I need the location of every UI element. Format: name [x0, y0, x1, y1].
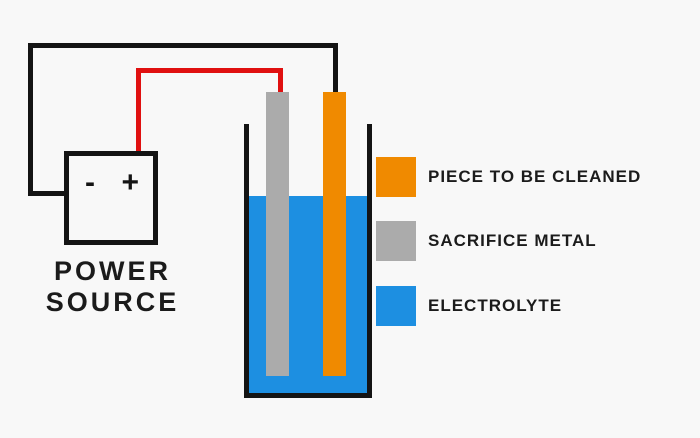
- black-wire-segment-left-vertical: [28, 43, 33, 196]
- legend-swatch-piece: [376, 157, 416, 197]
- legend-label-sacrifice-metal: SACRIFICE METAL: [428, 231, 597, 250]
- black-wire-segment-right-vertical: [333, 43, 338, 98]
- power-source-label: POWER SOURCE: [15, 256, 210, 318]
- legend-item-piece: PIECE TO BE CLEANED: [376, 157, 641, 197]
- piece-to-be-cleaned-electrode: [323, 92, 346, 376]
- black-wire-segment-left-horizontal: [28, 191, 68, 196]
- red-wire-segment-horizontal: [136, 68, 283, 73]
- minus-terminal-label: -: [85, 166, 95, 199]
- beaker: [244, 124, 372, 398]
- sacrifice-metal-electrode: [266, 92, 289, 376]
- legend-item-electrolyte: ELECTROLYTE: [376, 286, 562, 326]
- power-source-box: - +: [64, 151, 158, 245]
- legend-label-piece: PIECE TO BE CLEANED: [428, 167, 642, 186]
- legend-label-electrolyte: ELECTROLYTE: [428, 296, 563, 315]
- red-wire-segment-vertical-to-electrode: [278, 68, 283, 98]
- black-wire-segment-top-horizontal: [28, 43, 338, 48]
- legend-item-sacrifice-metal: SACRIFICE METAL: [376, 221, 597, 261]
- plus-terminal-label: +: [121, 166, 139, 199]
- legend-swatch-sacrifice-metal: [376, 221, 416, 261]
- power-source-label-line2: SOURCE: [45, 287, 180, 318]
- power-source-label-line1: POWER: [53, 256, 171, 286]
- legend-swatch-electrolyte: [376, 286, 416, 326]
- red-wire-segment-vertical-from-plus: [136, 68, 141, 180]
